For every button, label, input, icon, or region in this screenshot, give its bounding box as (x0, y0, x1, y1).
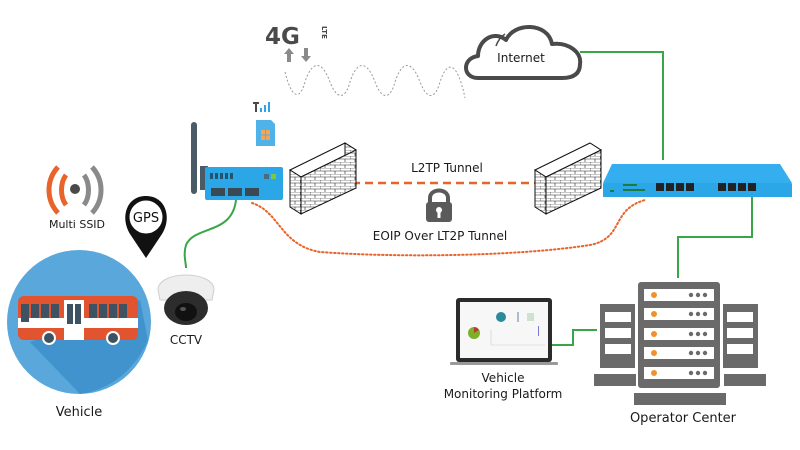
operator-monitoring-link (552, 329, 597, 346)
lte-wireless-wave (284, 65, 466, 99)
router-cctv-link (183, 199, 237, 269)
server-rack-icon (594, 282, 766, 405)
eoip-tunnel-line (251, 199, 646, 257)
monitoring-label-line2: Monitoring Platform (444, 387, 563, 401)
internet-label: Internet (497, 51, 545, 65)
network-switch-icon (603, 164, 792, 197)
upload-arrow-icon (284, 48, 294, 62)
firewall-left-icon (288, 142, 358, 215)
bus-icon (7, 250, 151, 394)
operator-center-label: Operator Center (630, 411, 737, 426)
download-arrow-icon (301, 48, 311, 62)
internet-switch-link (580, 51, 664, 160)
laptop-dashboard-icon (450, 298, 558, 365)
cloud-icon (464, 25, 583, 80)
wifi-broadcast-icon (46, 165, 104, 215)
l2tp-tunnel-label: L2TP Tunnel (411, 161, 483, 175)
gps-label: GPS (133, 211, 159, 226)
lte-label: LTE (320, 26, 328, 39)
vehicle-label: Vehicle (56, 405, 103, 420)
lte-router-icon (191, 122, 283, 200)
padlock-icon (426, 188, 452, 222)
signal-bars-icon (253, 102, 270, 112)
eoip-tunnel-label: EOIP Over LT2P Tunnel (373, 229, 507, 243)
switch-operator-link (677, 196, 753, 278)
sim-card-icon (256, 120, 275, 146)
map-pin-icon (125, 196, 167, 258)
dome-camera-icon (157, 274, 215, 325)
firewall-right-icon (533, 142, 603, 215)
multi-ssid-label: Multi SSID (49, 218, 105, 231)
monitoring-label-line1: Vehicle (482, 371, 525, 385)
4g-label: 4G (265, 24, 300, 50)
cctv-label: CCTV (170, 333, 203, 347)
4g-lte-icon: 4G LTE (265, 24, 328, 62)
